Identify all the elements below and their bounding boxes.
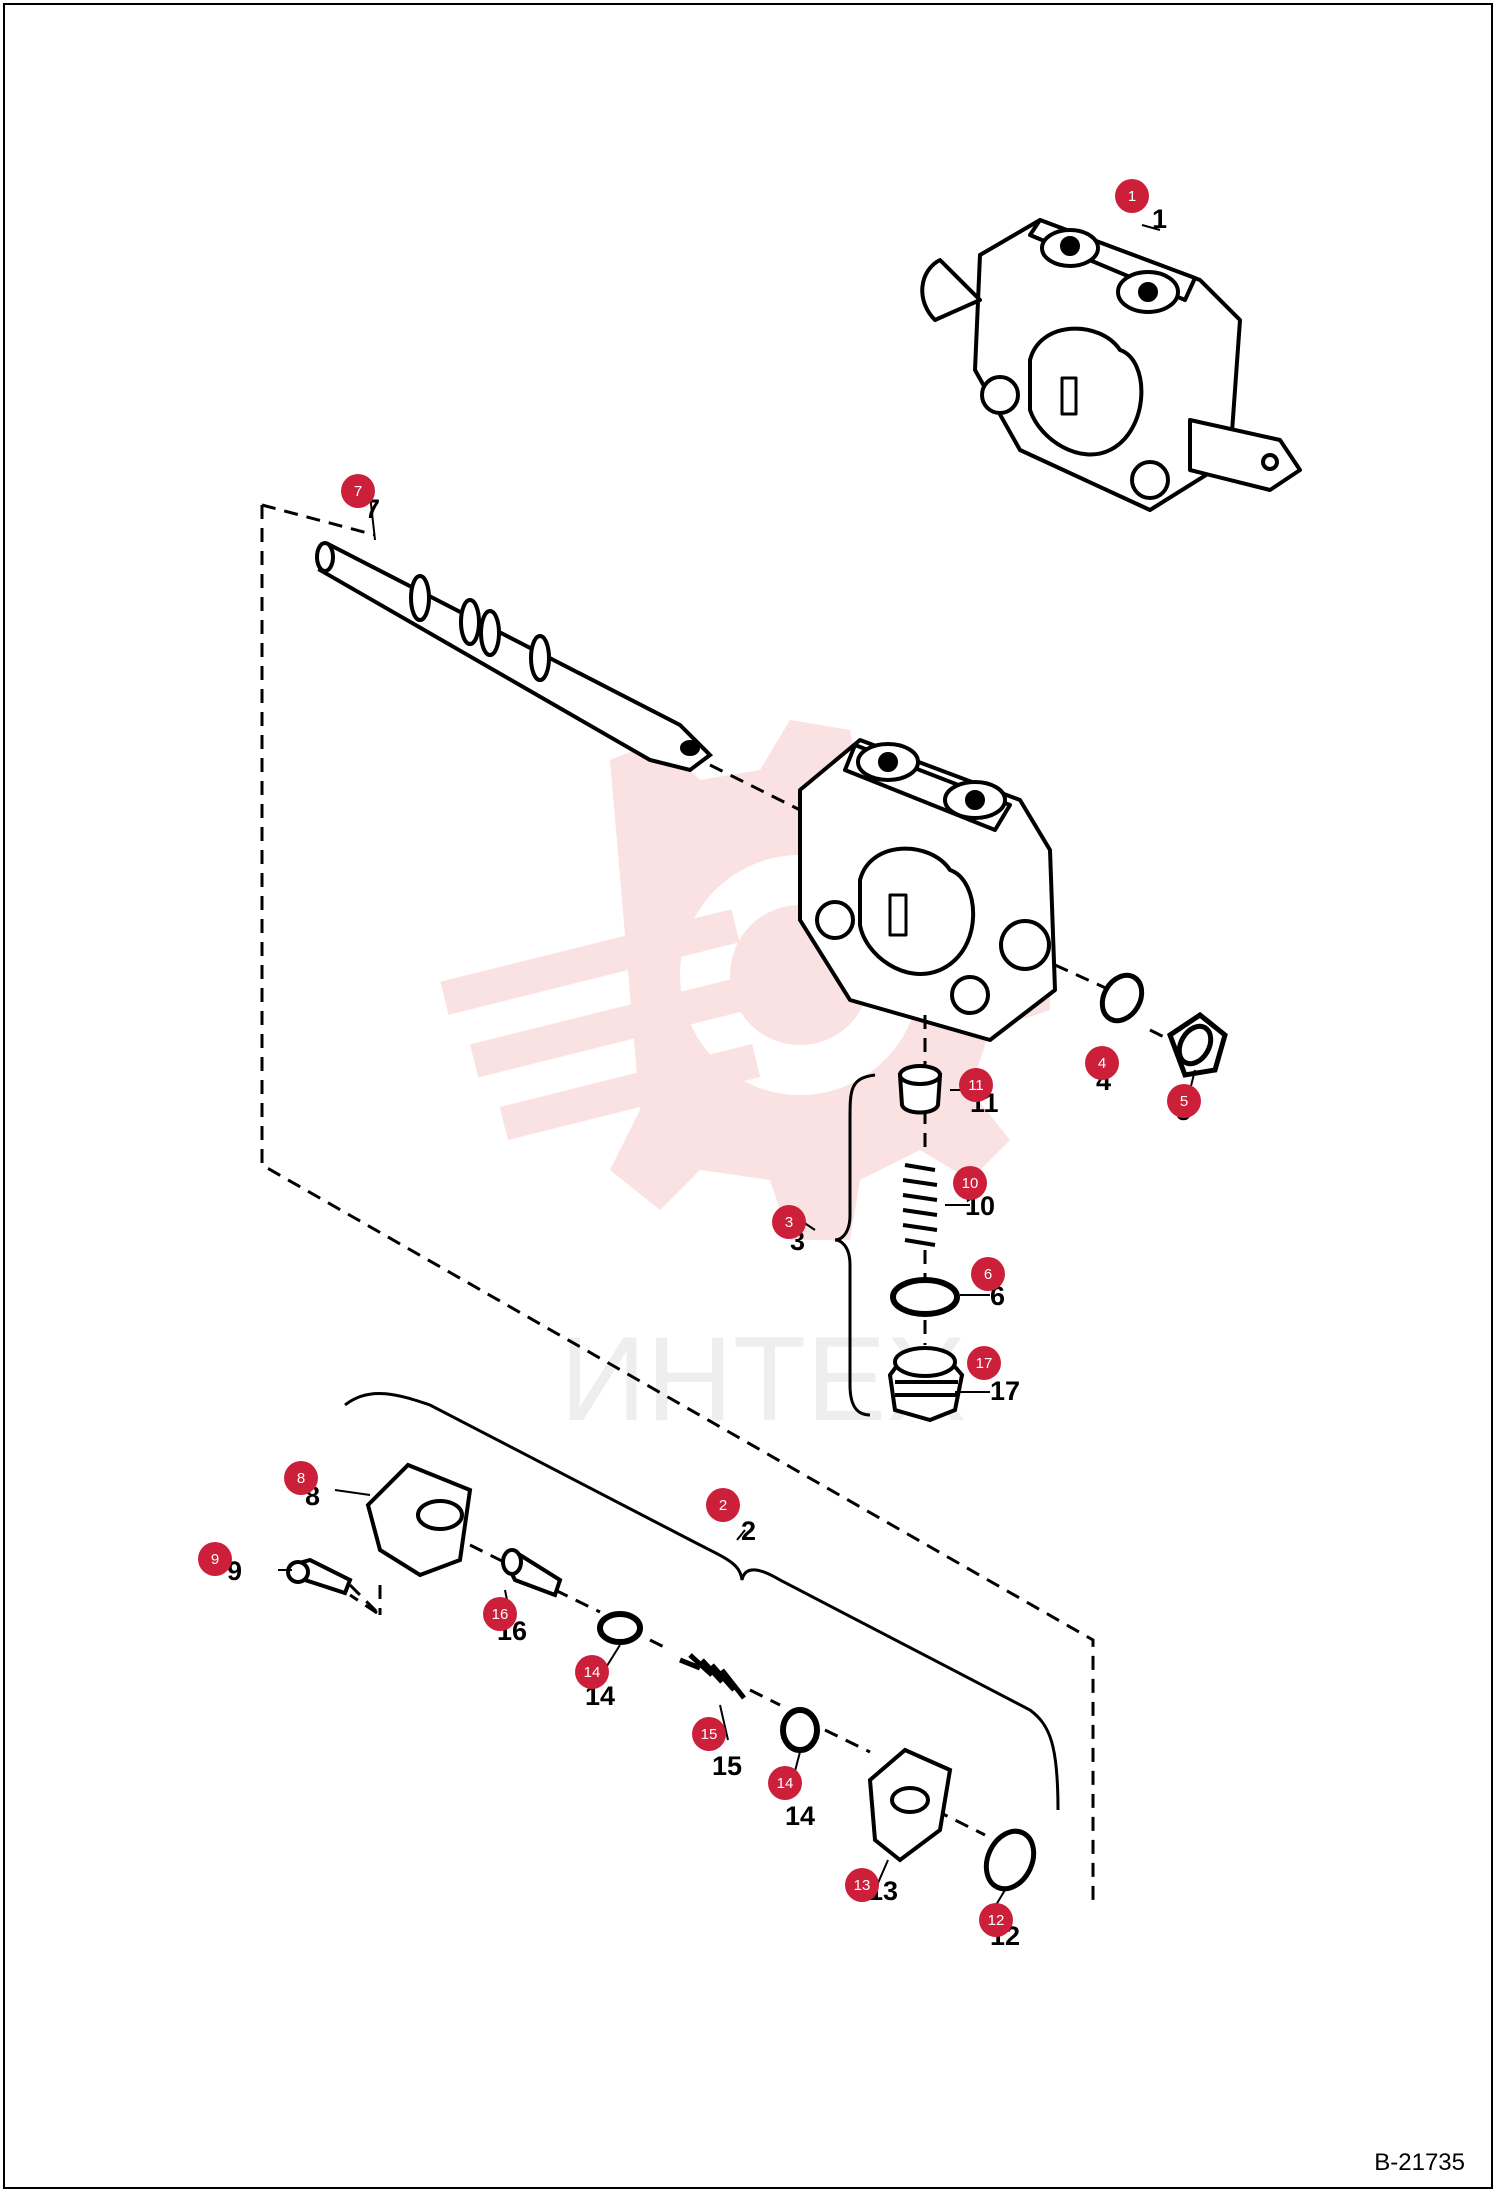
group-brackets [344, 1073, 1060, 1811]
callout-badge [1085, 1046, 1119, 1080]
callout-badge [198, 1542, 232, 1576]
callout-badge-number: 16 [492, 1606, 509, 1623]
part-number-label: 14 [785, 1801, 815, 1831]
callout-badge [284, 1461, 318, 1495]
callout-badge [483, 1597, 517, 1631]
callout-9: 99 [198, 1542, 242, 1586]
part-number-label: 15 [712, 1751, 742, 1781]
callout-15: 14 14 [768, 1766, 815, 1831]
callout-4: 44 [1085, 1046, 1119, 1096]
callout-badge [979, 1903, 1013, 1937]
callout-badge [971, 1257, 1005, 1291]
callout-5: 55 [1167, 1084, 1201, 1126]
callout-badge-number: 10 [962, 1175, 979, 1192]
callout-badge-number: 8 [297, 1470, 305, 1487]
callout-badge [692, 1717, 726, 1751]
part-number-label: 17 [990, 1376, 1020, 1406]
callout-badge-number: 4 [1098, 1055, 1106, 1072]
spool [315, 541, 714, 773]
callout-badge [1167, 1084, 1201, 1118]
callout-8: 88 [284, 1461, 320, 1511]
spring-cap-parts [286, 1462, 1037, 1892]
callout-badge-number: 15 [701, 1726, 718, 1743]
callout-badge-number: 14 [777, 1775, 794, 1792]
side-plug-parts [1099, 972, 1228, 1078]
drawing-reference: B-21735 [1374, 2149, 1465, 2176]
callout-3: 33 [772, 1205, 806, 1256]
assembly-lines [260, 503, 1171, 1905]
callout-badge-number: 1 [1128, 188, 1136, 205]
callout-badge [953, 1166, 987, 1200]
callout-badge [341, 474, 375, 508]
callout-badge [575, 1655, 609, 1689]
callout-group: 1122334455667788991010111112121313141414… [198, 179, 1201, 1951]
callout-badge [1115, 179, 1149, 213]
callout-6: 66 [971, 1257, 1005, 1311]
callout-badge-number: 9 [211, 1551, 219, 1568]
drawing-frame [3, 3, 1493, 2189]
callout-badge-number: 17 [976, 1355, 993, 1372]
callout-badge-number: 14 [584, 1664, 601, 1681]
callout-badge-number: 12 [988, 1912, 1005, 1929]
callout-badge-number: 13 [854, 1877, 871, 1894]
callout-badge-number: 3 [785, 1214, 793, 1231]
callout-badge-number: 5 [1180, 1093, 1188, 1110]
callout-badge [967, 1346, 1001, 1380]
callout-2: 22 [706, 1488, 756, 1546]
callout-badge-number: 11 [968, 1077, 984, 1094]
callout-badge [772, 1205, 806, 1239]
callout-badge [706, 1488, 740, 1522]
callout-1: 11 [1115, 179, 1167, 234]
callout-badge [845, 1868, 879, 1902]
valve-body-section [798, 738, 1057, 1042]
part-number-label: 2 [741, 1516, 756, 1546]
callout-badge [959, 1068, 993, 1102]
callout-badge-number: 2 [719, 1497, 727, 1514]
callout-badge [768, 1766, 802, 1800]
part-number-label: 1 [1152, 204, 1167, 234]
relief-valve-parts [887, 1064, 965, 1423]
callout-badge-number: 6 [984, 1266, 992, 1283]
valve-section-assembly [920, 218, 1302, 512]
callout-badge-number: 7 [354, 483, 362, 500]
callout-7: 77 [341, 474, 380, 524]
